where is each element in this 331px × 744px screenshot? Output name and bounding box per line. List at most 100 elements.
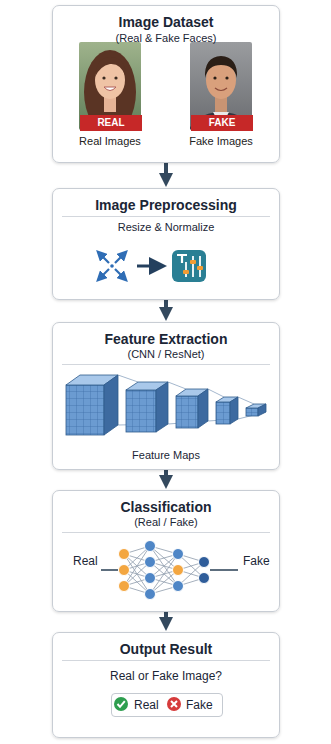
- feature-map-cubes: [156, 382, 168, 432]
- feature-map-cubes: [238, 397, 254, 404]
- result-box: Real Fake: [111, 693, 223, 717]
- normalize-icon: [197, 266, 203, 270]
- resize-icon: [115, 254, 124, 263]
- step-arrow-icon: [137, 265, 158, 268]
- real-face-photo: [104, 87, 116, 91]
- neural-network: [173, 549, 184, 560]
- box-heading: Classification: [53, 499, 279, 516]
- box-subtitle: (CNN / ResNet): [53, 348, 279, 361]
- neural-network: [119, 565, 130, 576]
- normalize-icon: [183, 270, 189, 274]
- fake-cross-icon: [167, 697, 181, 711]
- box-subtitle: Real or Fake Image?: [53, 669, 279, 683]
- feature-map-cubes: [246, 408, 258, 416]
- normalize-icon: [177, 255, 187, 263]
- process-box: Feature Extraction(CNN / ResNet) Feature …: [52, 322, 280, 470]
- box-heading: Image Dataset: [53, 14, 279, 31]
- real-face-photo: [114, 76, 117, 79]
- fake-face-photo: [225, 76, 228, 79]
- real-face-photo: [95, 57, 126, 77]
- neural-network: [145, 589, 156, 600]
- process-box: Classification(Real / Fake) Real Fake: [52, 490, 280, 612]
- fake-face-photo: [215, 88, 227, 91]
- result-label: Real: [134, 698, 159, 712]
- normalize-icon: [192, 256, 194, 277]
- process-box: Image PreprocessingResize & Normalize: [52, 188, 280, 300]
- resize-icon: [110, 264, 114, 268]
- flow-arrow: [164, 163, 168, 177]
- fake-face-photo: [190, 112, 252, 130]
- normalize-icon: [172, 250, 206, 282]
- real-check-icon: [118, 701, 125, 707]
- real-check-icon: [114, 697, 128, 711]
- neural-network: [210, 569, 238, 571]
- flow-arrow: [164, 612, 168, 621]
- real-check-icon: [114, 697, 128, 711]
- real-face-photo: [102, 76, 105, 79]
- neural-network: [199, 557, 210, 568]
- feature-map-cubes: [126, 390, 156, 432]
- feature-map-cubes: [176, 396, 198, 428]
- normalize-icon: [190, 260, 196, 264]
- neural-network: [101, 541, 238, 600]
- header-separator: [62, 217, 270, 661]
- resize-icon: [100, 254, 109, 263]
- resize-icon: [115, 269, 124, 278]
- box-subtitle: Resize & Normalize: [53, 221, 279, 234]
- neural-network: [145, 573, 156, 584]
- image-caption: Real Images: [60, 135, 160, 148]
- process-box: Output ResultReal or Fake Image? Real Fake: [52, 632, 280, 738]
- feature-map-cubes: [104, 375, 118, 435]
- fake-face-photo: [205, 56, 237, 78]
- box-subtitle: (Real & Fake Faces): [53, 32, 279, 45]
- figure-caption: Feature Maps: [53, 449, 279, 462]
- header-separator: [62, 364, 270, 365]
- box-heading: Image Preprocessing: [53, 197, 279, 214]
- step-arrow-icon: [137, 266, 158, 267]
- header-separator: [62, 532, 270, 533]
- neural-network: [199, 573, 210, 584]
- resize-icon: [100, 254, 124, 278]
- feature-map-cubes: [66, 375, 266, 435]
- neural-network: [119, 541, 210, 600]
- box-heading: Output Result: [53, 641, 279, 658]
- neural-network: [119, 581, 130, 592]
- neural-network: [173, 565, 184, 576]
- flow-arrow: [164, 300, 168, 311]
- box-heading: Feature Extraction: [53, 331, 279, 348]
- neural-network: [119, 549, 130, 560]
- resize-icon: [100, 269, 109, 278]
- image-caption: Fake Images: [171, 135, 271, 148]
- feature-map-cubes: [168, 382, 186, 389]
- feature-map-cubes: [216, 402, 230, 424]
- fake-face-photo: [190, 42, 252, 130]
- feature-map-cubes: [66, 385, 104, 435]
- normalize-icon: [172, 250, 206, 282]
- neural-network: [173, 581, 184, 592]
- label-band: REAL: [80, 115, 142, 131]
- feature-map-cubes: [208, 389, 224, 397]
- band-label: REAL: [80, 117, 142, 129]
- result-label: Fake: [186, 698, 213, 712]
- fake-face-photo: [190, 42, 252, 130]
- neural-network: [101, 569, 118, 571]
- band-label: FAKE: [191, 117, 253, 129]
- feature-map-cubes: [198, 389, 208, 428]
- header-separator: [62, 216, 270, 217]
- flow-arrow: [164, 470, 168, 479]
- header-separator: [62, 660, 270, 661]
- feature-map-cubes: [258, 404, 266, 416]
- feature-map-cubes: [118, 375, 138, 382]
- class-label: Real: [73, 554, 98, 568]
- fake-cross-icon: [171, 701, 177, 707]
- class-label: Fake: [243, 554, 270, 568]
- neural-network: [145, 557, 156, 568]
- fake-face-photo: [213, 76, 216, 79]
- box-subtitle: (Real / Fake): [53, 516, 279, 529]
- normalize-icon: [185, 262, 187, 277]
- feature-map-cubes: [230, 397, 238, 424]
- fake-cross-icon: [167, 697, 181, 711]
- label-band: FAKE: [191, 115, 253, 131]
- neural-network: [145, 541, 156, 552]
